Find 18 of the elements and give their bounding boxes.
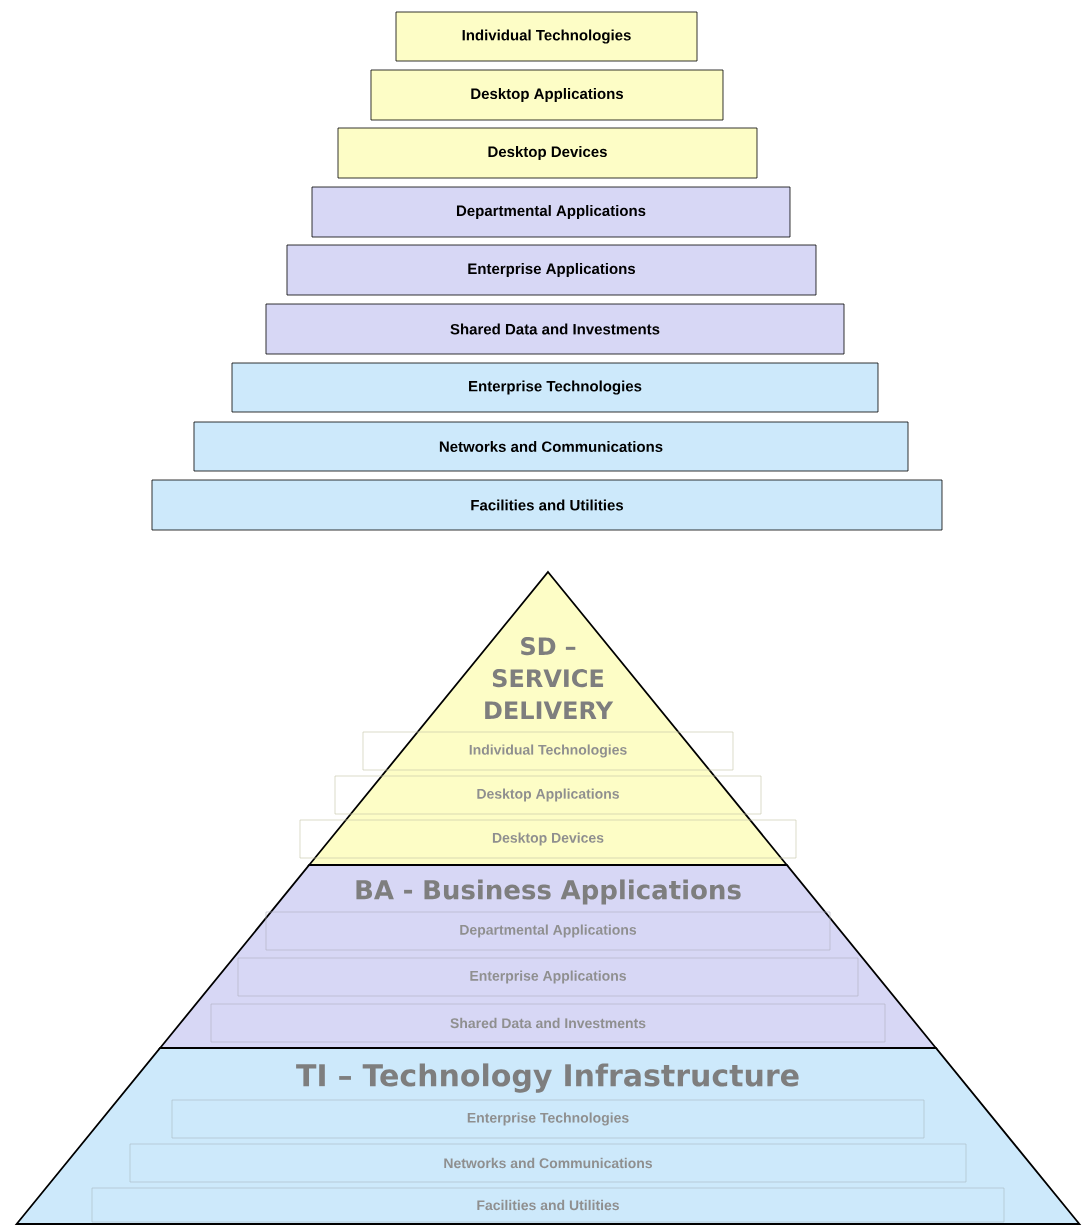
faded-layer-box: Desktop Applications (334, 775, 762, 815)
layer-box: Shared Data and Investments (265, 303, 845, 355)
layer-box: Facilities and Utilities (151, 479, 943, 531)
layer-box: Desktop Devices (337, 127, 758, 179)
faded-layer-box: Desktop Devices (299, 819, 797, 859)
faded-layer-box: Networks and Communications (129, 1143, 967, 1183)
faded-layer-box: Individual Technologies (362, 731, 734, 771)
layer-box: Enterprise Applications (286, 244, 817, 296)
layer-box: Departmental Applications (311, 186, 791, 238)
faded-layer-box: Departmental Applications (265, 911, 831, 951)
layer-box: Desktop Applications (370, 69, 724, 121)
faded-layer-box: Enterprise Technologies (171, 1099, 925, 1139)
faded-layer-box: Facilities and Utilities (91, 1187, 1005, 1223)
layer-box: Individual Technologies (395, 11, 698, 62)
layer-box: Enterprise Technologies (231, 362, 879, 413)
faded-layer-box: Shared Data and Investments (210, 1003, 886, 1043)
layer-box: Networks and Communications (193, 421, 909, 472)
faded-layer-box: Enterprise Applications (237, 957, 859, 997)
